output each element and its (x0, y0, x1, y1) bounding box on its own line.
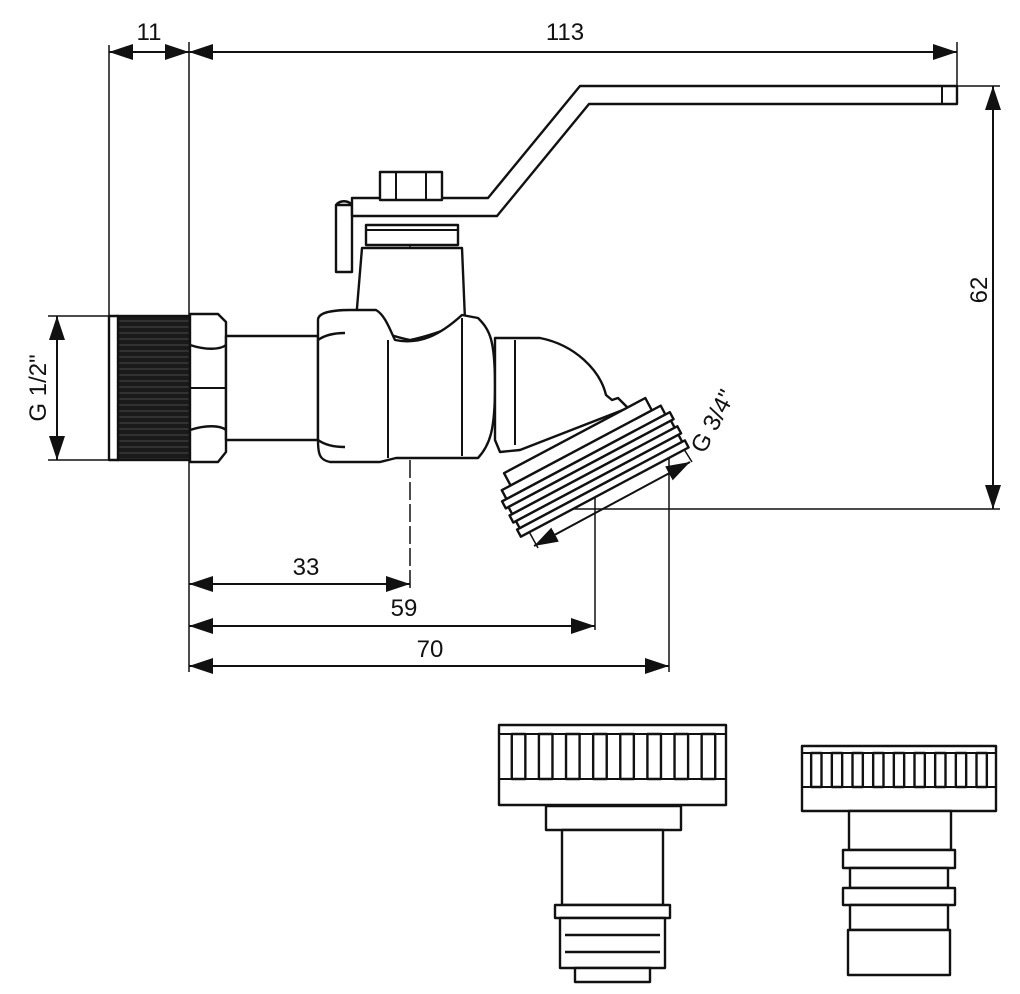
dim-to-outlet-end: 70 (417, 636, 444, 663)
dim-to-stem: 33 (293, 554, 320, 581)
dim-top-left: 11 (137, 19, 162, 46)
dim-top-total: 113 (546, 19, 584, 46)
dim-outlet-thread: G 3/4" (686, 385, 741, 457)
hose-connector-adapter-small-icon (800, 744, 998, 977)
ball-valve-tap-icon (107, 84, 959, 538)
dim-inlet-thread: G 1/2" (25, 354, 52, 421)
dim-height: 62 (966, 277, 993, 304)
dim-to-outlet-center: 59 (391, 595, 418, 622)
hose-connector-adapter-large-icon (497, 723, 728, 984)
